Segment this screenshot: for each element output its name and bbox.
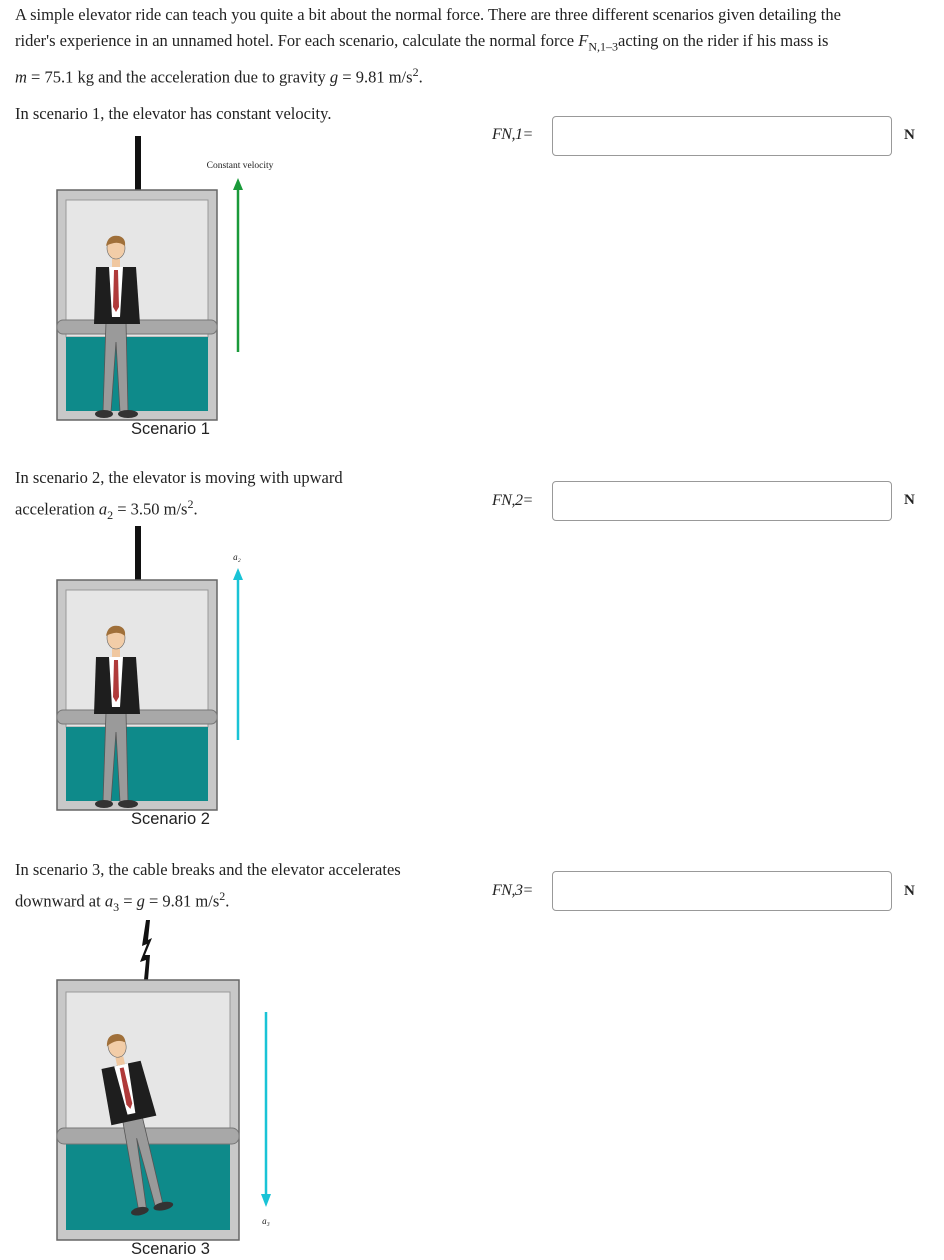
scenario-2-caption: Scenario 2 <box>131 810 210 828</box>
arrow-up-icon <box>233 568 243 580</box>
scenario-1-text: In scenario 1, the elevator has constant… <box>15 104 332 123</box>
broken-cable <box>140 920 152 980</box>
problem-statement: A simple elevator ride can teach you qui… <box>15 2 925 91</box>
fn1-input[interactable] <box>552 116 892 156</box>
cable <box>135 526 141 580</box>
fn3-input[interactable] <box>552 871 892 911</box>
svg-text:a₃: a₃ <box>262 1216 270 1226</box>
cable <box>135 136 141 190</box>
fn1-unit: N <box>904 127 915 143</box>
arrow-down-icon <box>261 1194 271 1207</box>
intro-line-3: m = 75.1 kg and the acceleration due to … <box>15 65 423 87</box>
fn3-unit: N <box>904 883 915 899</box>
fn2-unit: N <box>904 492 915 508</box>
scenario-1-figure: Constant velocity <box>56 136 274 421</box>
arrow-up-icon <box>233 178 243 190</box>
arrow-label: Constant velocity <box>207 161 274 171</box>
scenario-1-caption: Scenario 1 <box>131 420 210 438</box>
fn2-input[interactable] <box>552 481 892 521</box>
intro-line-1: A simple elevator ride can teach you qui… <box>15 5 841 24</box>
fn3-label: FN,3= <box>492 882 533 899</box>
fn2-label: FN,2= <box>492 492 533 509</box>
fn1-label: FN,1= <box>492 126 533 143</box>
scenario-3-caption: Scenario 3 <box>131 1240 210 1258</box>
intro-line-2: rider's experience in an unnamed hotel. … <box>15 31 829 54</box>
scenario-2-text: In scenario 2, the elevator is moving wi… <box>15 468 343 522</box>
scenario-3-text: In scenario 3, the cable breaks and the … <box>15 860 401 914</box>
scenario-2-figure: a₂ <box>56 526 243 811</box>
svg-text:a₂: a₂ <box>233 552 241 562</box>
scenario-3-figure: a₃ <box>56 920 271 1241</box>
